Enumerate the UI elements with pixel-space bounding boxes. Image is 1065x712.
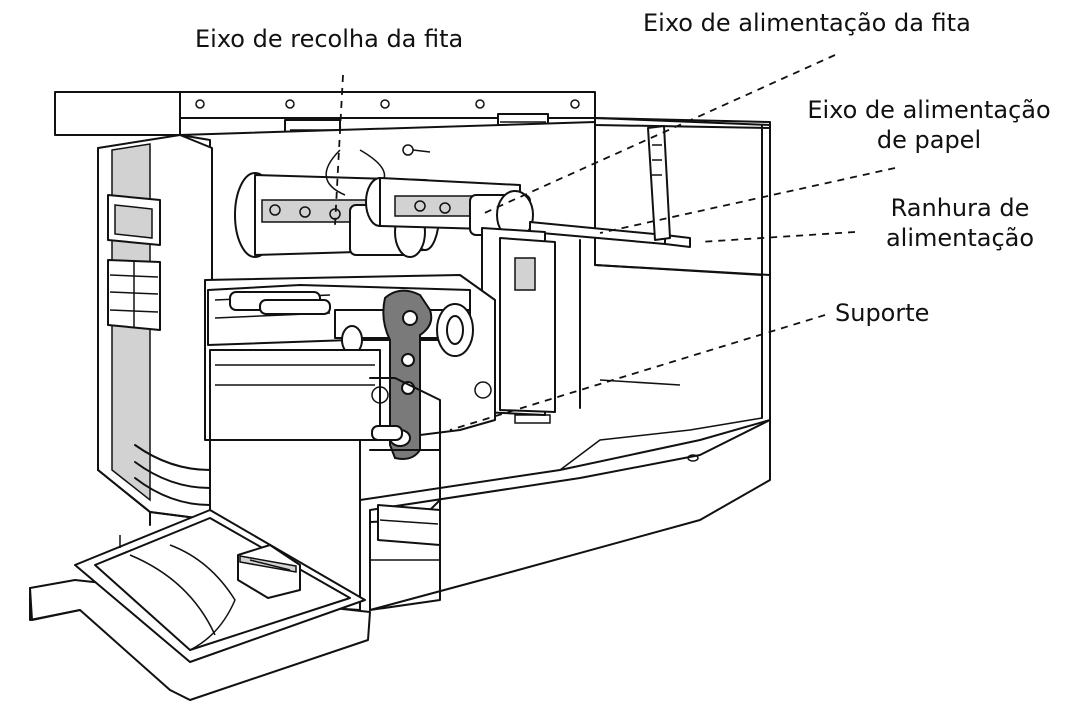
label-paper-supply-spindle: Eixo de alimentação de papel [795,95,1063,155]
label-ribbon-supply-spindle: Eixo de alimentação da fita [643,9,971,37]
label-paper-supply-line1: Eixo de alimentação [807,96,1051,124]
leader-support [449,314,826,431]
media-compartment [369,117,771,611]
center-plate [481,227,581,416]
print-mechanism [204,274,496,441]
label-feed-slot-line2: alimentação [885,224,1035,252]
leader-feed-slot [699,231,856,243]
leader-lines [334,54,896,431]
paper-supply-spindle [529,125,691,248]
label-support: Suporte [835,299,930,327]
label-feed-slot-line1: Ranhura de [890,194,1030,222]
label-ribbon-rewind-spindle: Eixo de recolha da fita [195,25,464,53]
head-release-lever [371,289,433,460]
label-feed-slot: Ranhura de alimentação [860,193,1060,253]
leader-paper-supply [599,167,896,234]
label-paper-supply-line2: de papel [876,126,982,154]
top-cover [54,91,771,136]
opened-front-door [29,509,371,701]
control-panel-tower [97,134,213,526]
ribbon-supply-spindle [365,144,534,240]
